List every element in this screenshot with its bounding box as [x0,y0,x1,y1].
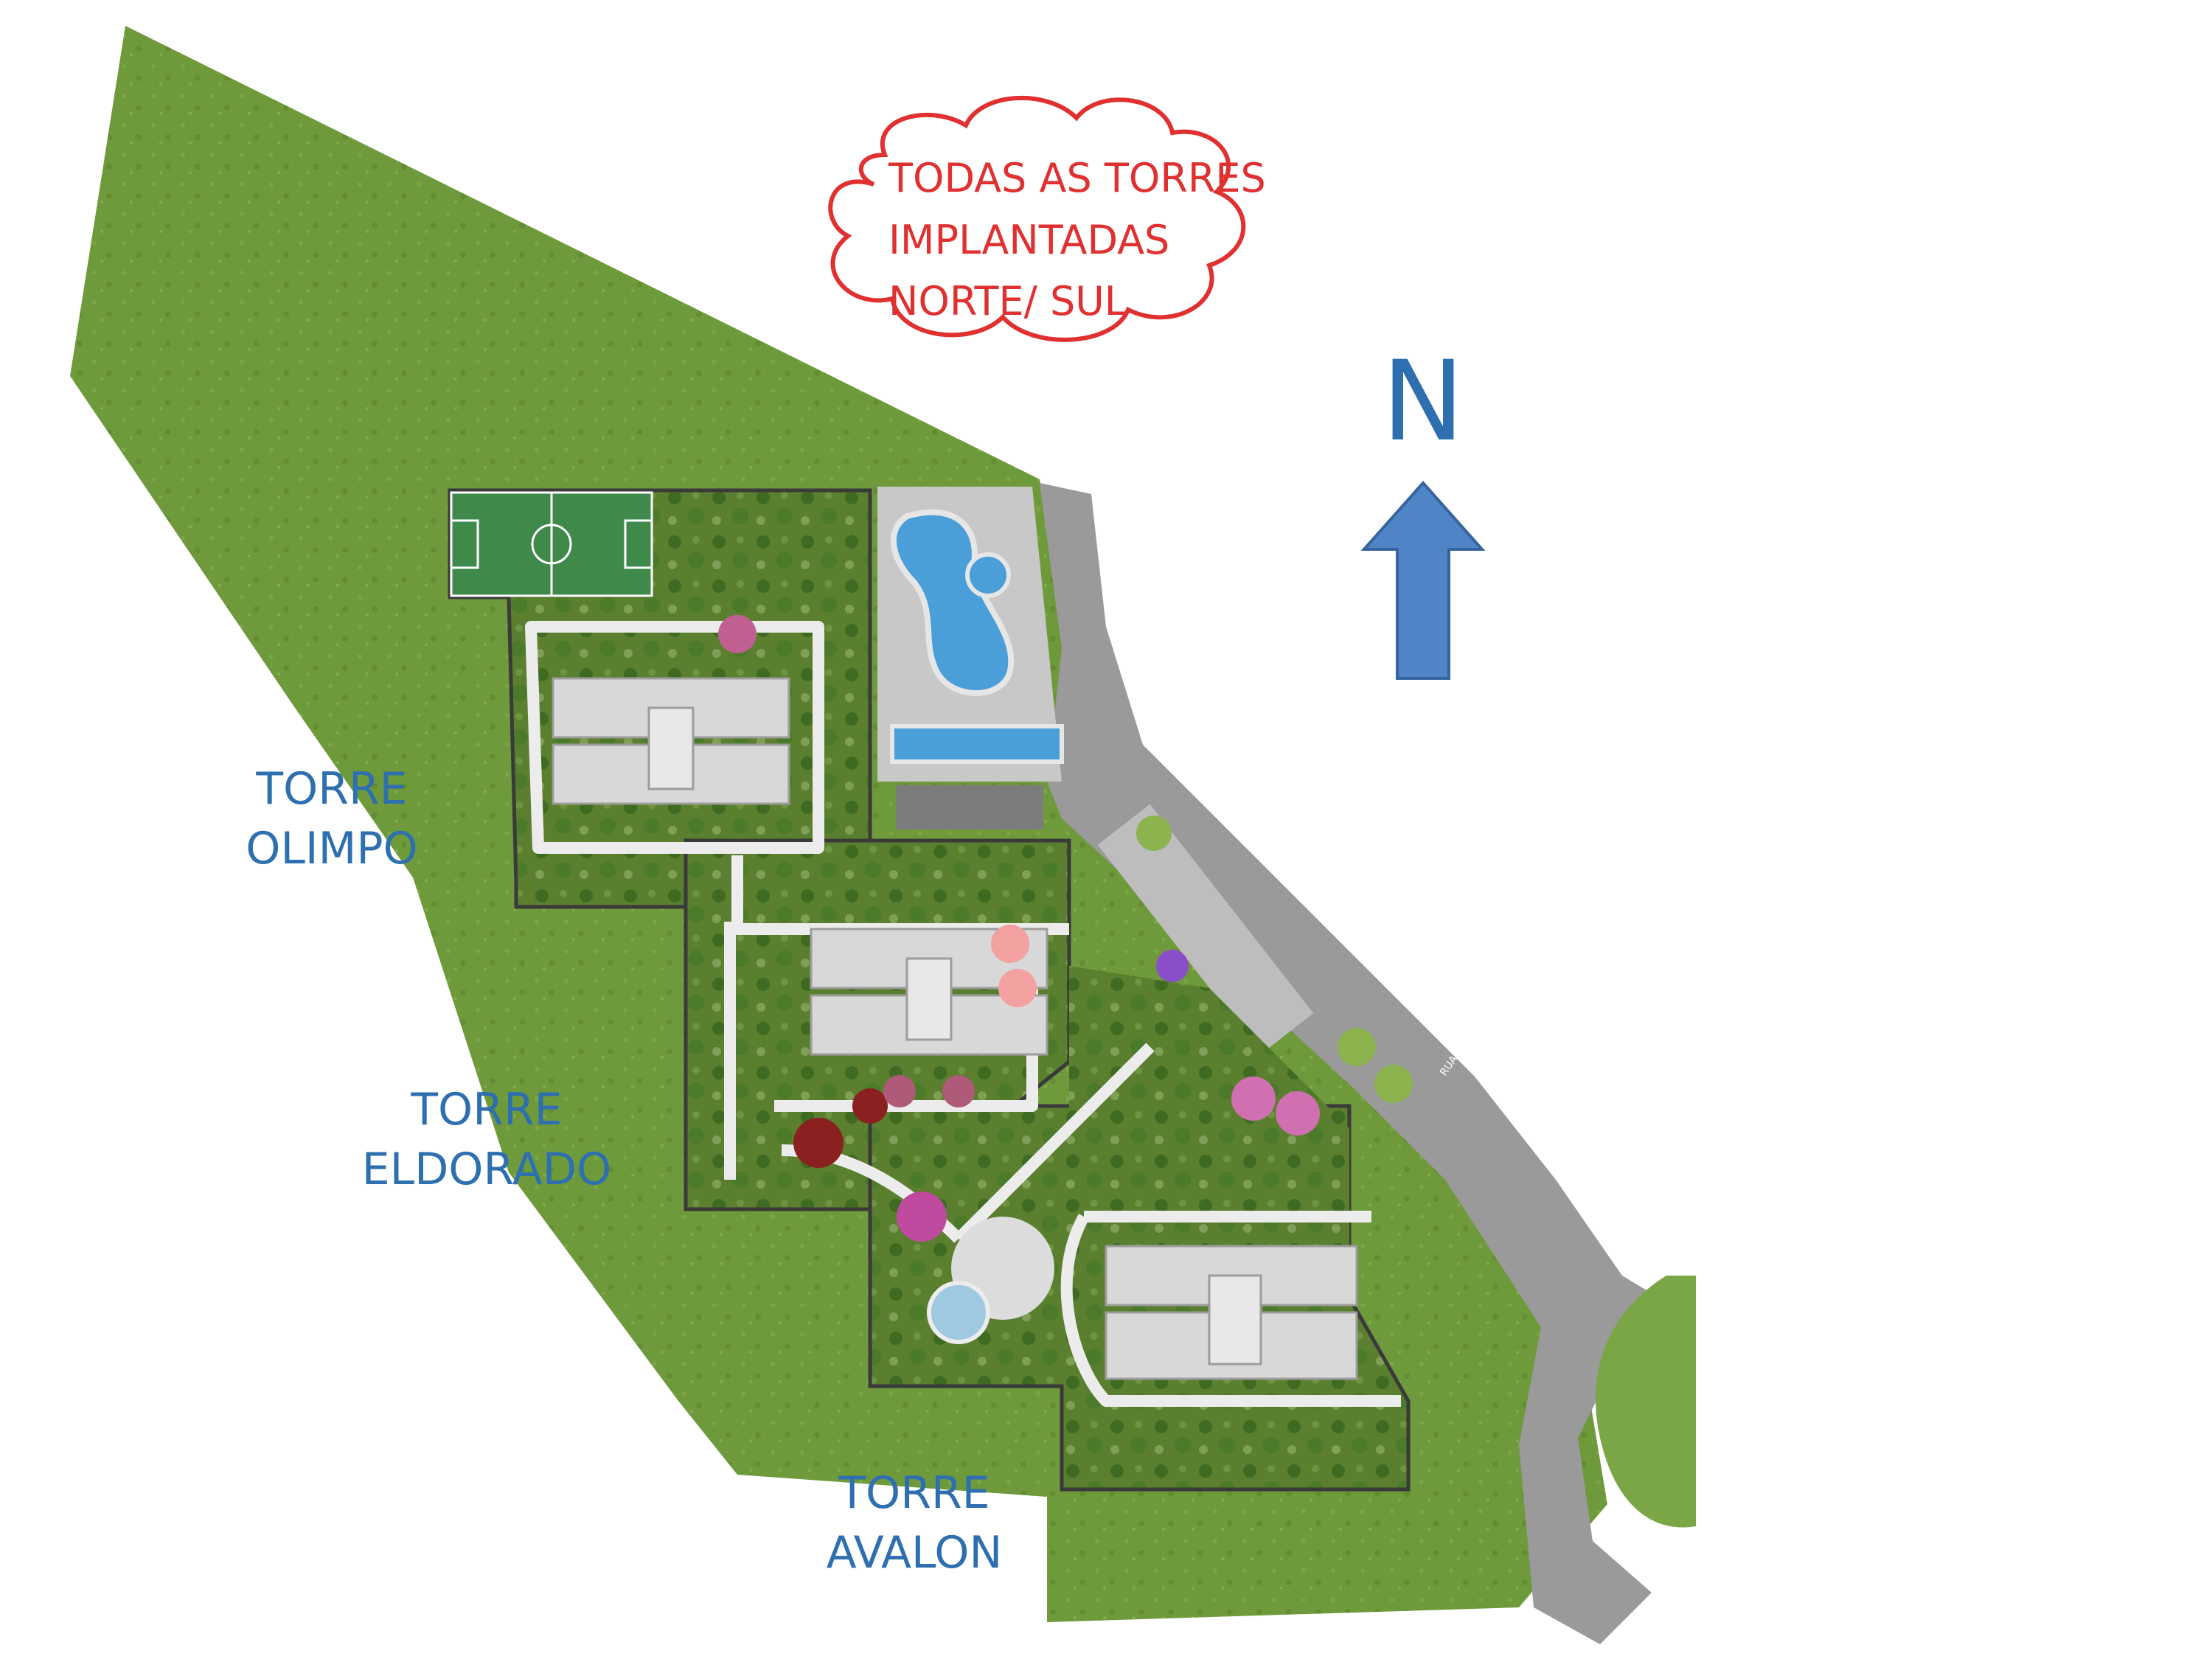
tower-avalon-line-1: TORRE [838,1467,990,1519]
parking-strip [1097,804,1314,1054]
tower-label-avalon: TORRE AVALON [804,1464,1025,1583]
annotation-line-1: TODAS AS TORRES [888,155,1266,201]
annotation-text: TODAS AS TORRES IMPLANTADAS NORTE/ SUL [888,147,1266,333]
tower-label-olimpo: TORRE OLIMPO [221,759,442,879]
pool-lap [890,724,1064,764]
tower-olimpo-line-2: OLIMPO [246,823,418,874]
roundabout-island [1596,1276,1696,1528]
street-trees [1136,815,1413,1103]
annotation-line-3: NORTE/ SUL [888,278,1127,325]
tower-olimpo-line-1: TORRE [256,763,408,815]
annotation-line-2: IMPLANTADAS [888,216,1170,263]
tower-label-eldorado: TORRE ELDORADO [339,1080,634,1200]
pool-recreational [891,509,1015,696]
flowering-trees [718,615,1320,1242]
tower-eldorado-line-2: ELDORADO [361,1144,612,1195]
north-arrow-icon [1360,480,1486,680]
garage-entrance [896,785,1043,830]
fountain [927,1281,990,1344]
building-olimpo [552,677,790,805]
tower-avalon-line-2: AVALON [826,1527,1003,1579]
north-letter: N [1381,338,1465,466]
pool-round [965,552,1011,598]
tower-eldorado-line-1: TORRE [411,1084,563,1135]
annotation-cloud [828,95,1246,342]
building-avalon [1105,1245,1358,1380]
